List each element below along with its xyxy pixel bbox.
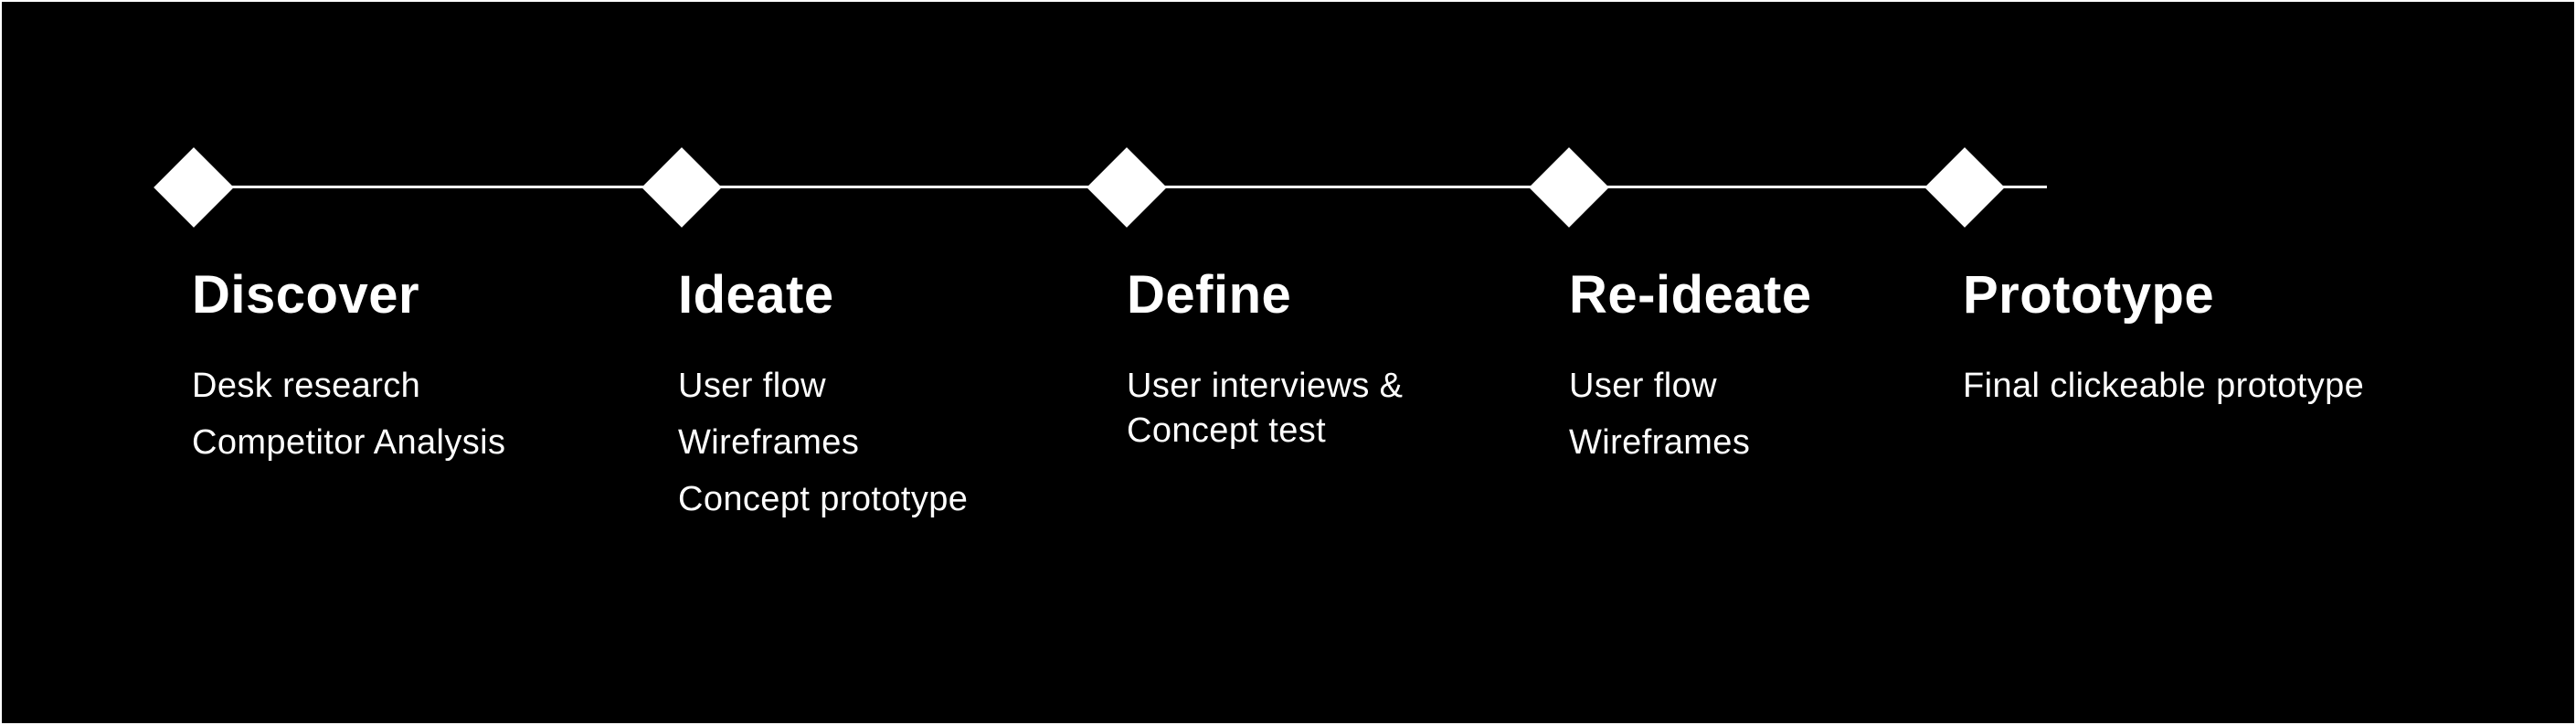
phase-activities: Desk research Competitor Analysis xyxy=(192,364,505,465)
phase-ideate: Ideate User flow Wireframes Concept prot… xyxy=(678,269,968,534)
phase-title: Define xyxy=(1127,265,1292,325)
phase-activity: User interviews & Concept test xyxy=(1127,367,1404,450)
milestone-diamond-icon xyxy=(1087,147,1167,228)
phase-re-ideate: Re-ideate User flow Wireframes xyxy=(1569,269,1812,477)
phase-activities: User flow Wireframes xyxy=(1569,364,1812,465)
phase-activities: Final clickeable prototype xyxy=(1963,364,2364,409)
phase-activity: Wireframes xyxy=(678,423,860,462)
phase-title: Discover xyxy=(192,265,420,325)
milestone-diamond-icon xyxy=(1529,147,1609,228)
milestone-diamond-icon xyxy=(154,147,234,228)
phase-activity: Final clickeable prototype xyxy=(1963,367,2365,405)
milestone-diamond-icon xyxy=(1924,147,2005,228)
phase-activity: Concept prototype xyxy=(678,480,969,518)
phase-discover: Discover Desk research Competitor Analys… xyxy=(192,269,505,477)
phase-define: Define User interviews & Concept test xyxy=(1127,269,1403,465)
phase-activity: User flow xyxy=(678,367,826,405)
phase-title: Ideate xyxy=(678,265,834,325)
phase-activity: User flow xyxy=(1569,367,1717,405)
phase-prototype: Prototype Final clickeable prototype xyxy=(1963,269,2364,421)
phase-activities: User flow Wireframes Concept prototype xyxy=(678,364,968,522)
phase-activities: User interviews & Concept test xyxy=(1127,364,1403,453)
phase-title: Prototype xyxy=(1963,265,2215,325)
milestone-diamond-icon xyxy=(641,147,722,228)
phase-activity: Desk research xyxy=(192,367,421,405)
phase-title: Re-ideate xyxy=(1569,265,1812,325)
phase-activity: Competitor Analysis xyxy=(192,423,506,462)
phase-activity: Wireframes xyxy=(1569,423,1751,462)
